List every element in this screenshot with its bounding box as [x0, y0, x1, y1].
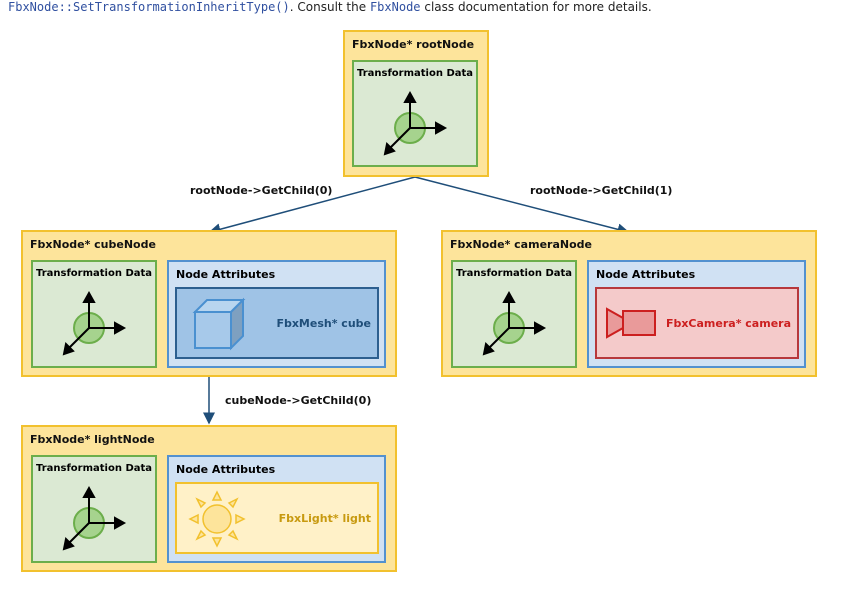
- edge-label: rootNode->GetChild(1): [530, 184, 673, 197]
- light-attribute: FbxLight* light: [175, 482, 379, 554]
- root-node: FbxNode* rootNode Transformation Data: [343, 30, 489, 177]
- light-node: FbxNode* lightNode Transformation Data N…: [21, 425, 397, 572]
- edge-label: rootNode->GetChild(0): [190, 184, 333, 197]
- edge-arrow: [414, 176, 630, 236]
- node-title: FbxNode* rootNode: [352, 38, 475, 51]
- mesh-attribute: FbxMesh* cube: [175, 287, 379, 359]
- attribute-label: FbxMesh* cube: [276, 317, 371, 330]
- node-title: FbxNode* cubeNode: [30, 238, 156, 251]
- camera-node: FbxNode* cameraNode Transformation Data …: [441, 230, 817, 377]
- code-link[interactable]: FbxNode: [369, 0, 421, 14]
- sun-icon: [188, 490, 246, 548]
- transform-title: Transformation Data: [356, 68, 474, 79]
- axes-icon: [62, 485, 127, 551]
- transform-title: Transformation Data: [455, 268, 573, 279]
- transformation-data: Transformation Data: [451, 260, 577, 368]
- intro-text-part: . Consult the: [289, 0, 370, 14]
- code-link[interactable]: FbxNode::SetTransformationInheritType(): [8, 0, 290, 14]
- attribute-label: FbxLight* light: [278, 512, 371, 525]
- transformation-data: Transformation Data: [352, 60, 478, 167]
- transformation-data: Transformation Data: [31, 455, 157, 563]
- attributes-title: Node Attributes: [176, 463, 276, 476]
- transform-title: Transformation Data: [35, 463, 153, 474]
- attributes-title: Node Attributes: [176, 268, 276, 281]
- attribute-label: FbxCamera* camera: [665, 317, 791, 330]
- attributes-title: Node Attributes: [596, 268, 696, 281]
- node-attributes: Node Attributes FbxLight* light: [167, 455, 386, 563]
- cube-node: FbxNode* cubeNode Transformation Data No…: [21, 230, 397, 377]
- transform-title: Transformation Data: [35, 268, 153, 279]
- axes-icon: [482, 290, 547, 356]
- node-attributes: Node Attributes FbxMesh* cube: [167, 260, 386, 368]
- camera-icon: [606, 307, 656, 339]
- transformation-data: Transformation Data: [31, 260, 157, 368]
- intro-text: FbxNode::SetTransformationInheritType().…: [8, 0, 652, 14]
- node-title: FbxNode* lightNode: [30, 433, 155, 446]
- cube-icon: [192, 297, 246, 351]
- axes-icon: [383, 90, 448, 156]
- node-title: FbxNode* cameraNode: [450, 238, 592, 251]
- axes-icon: [62, 290, 127, 356]
- node-attributes: Node Attributes FbxCamera* camera: [587, 260, 806, 368]
- edge-arrow: [208, 176, 416, 236]
- camera-attribute: FbxCamera* camera: [595, 287, 799, 359]
- intro-text-part: class documentation for more details.: [420, 0, 652, 14]
- edge-label: cubeNode->GetChild(0): [225, 394, 372, 407]
